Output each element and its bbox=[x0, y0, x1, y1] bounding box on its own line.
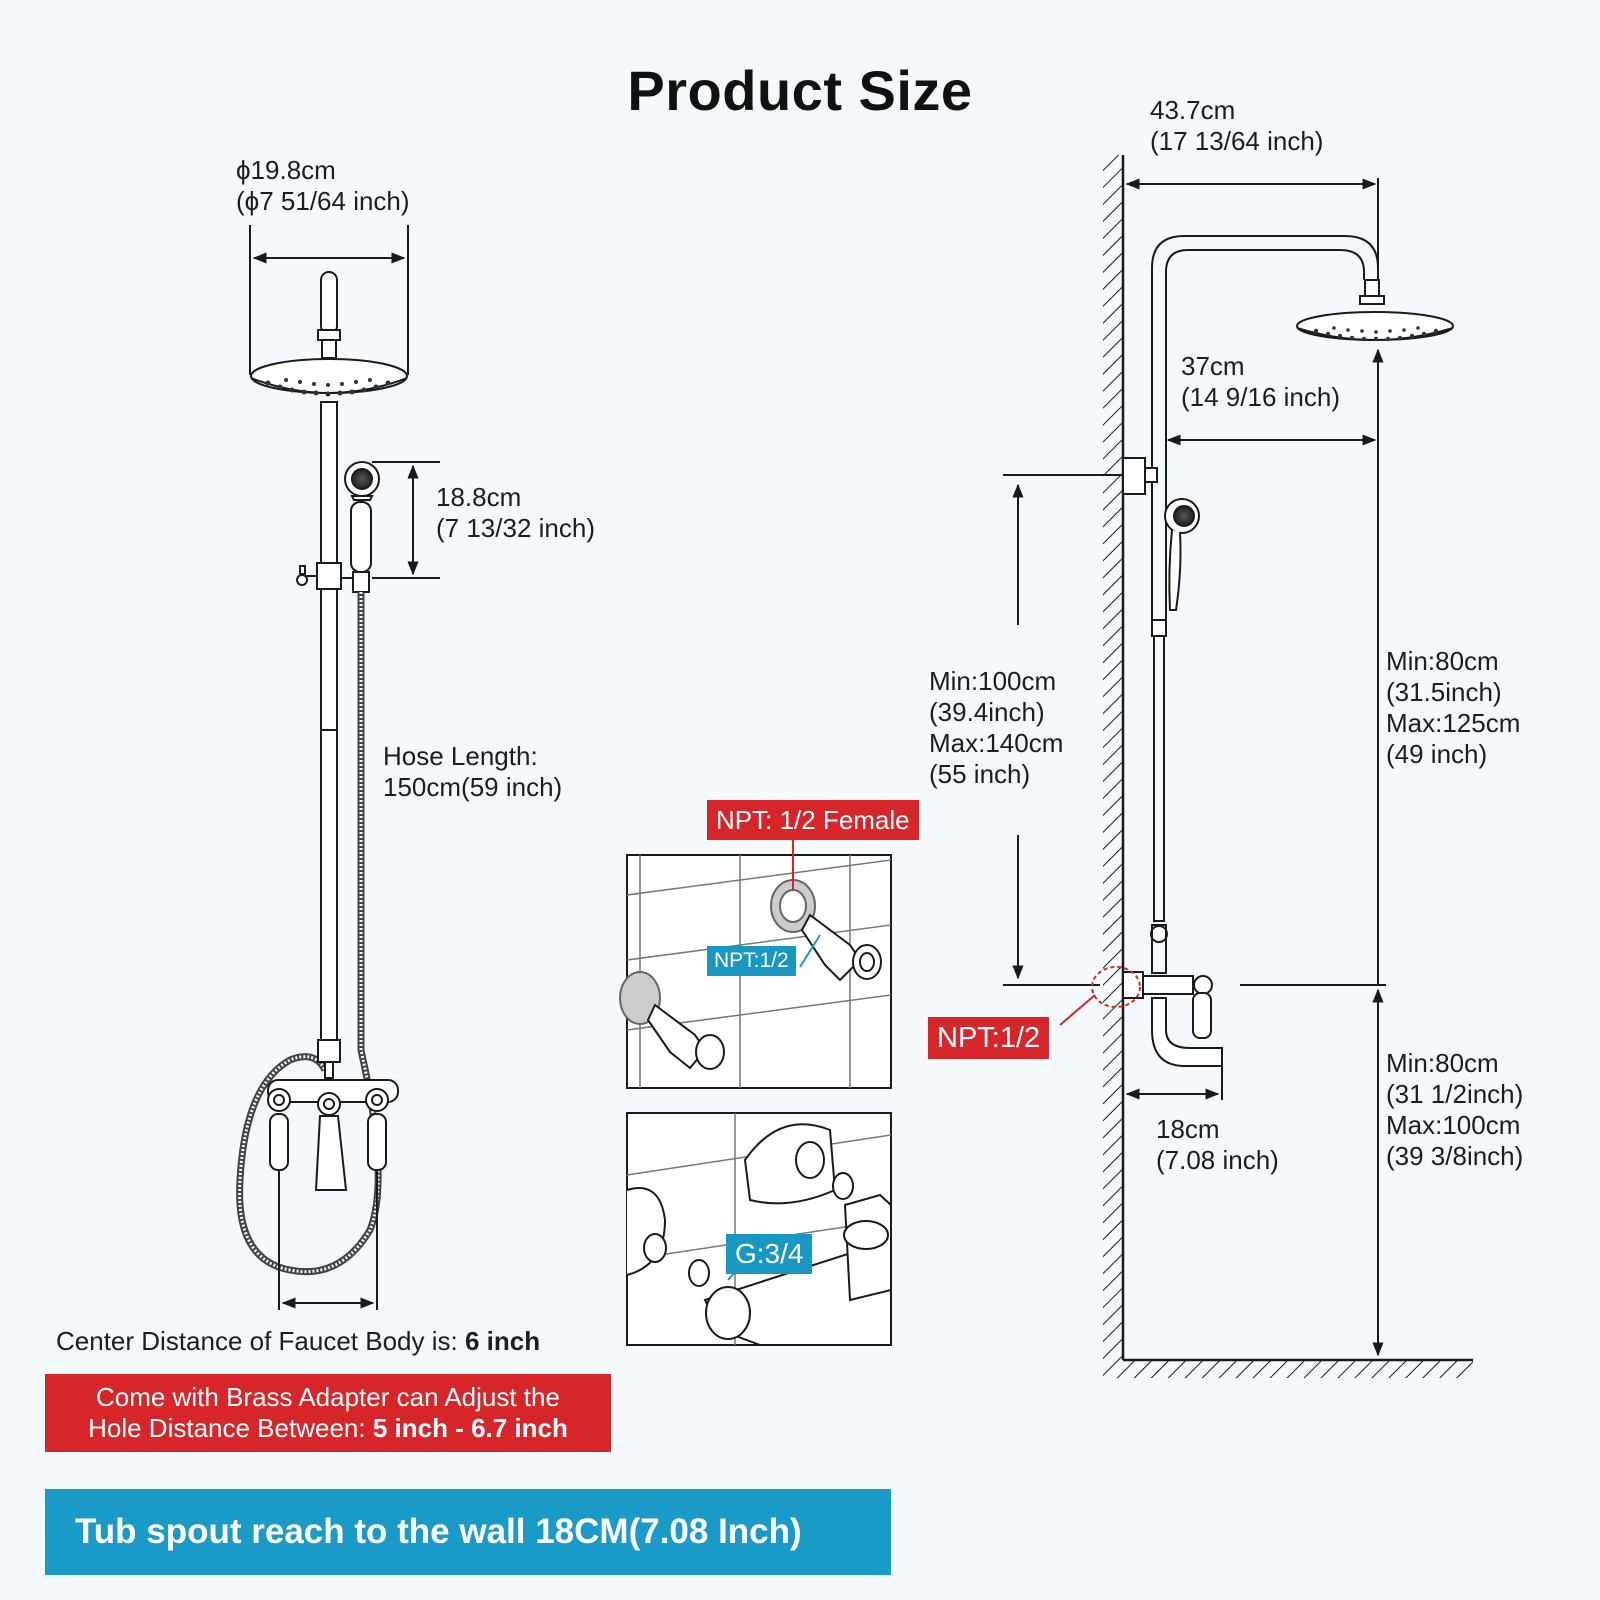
faucet-height-max-inch: (39 3/8inch) bbox=[1386, 1141, 1524, 1171]
bracket-height-max-inch: (55 inch) bbox=[929, 759, 1031, 789]
spout-reach-inch: (7.08 inch) bbox=[1156, 1145, 1279, 1175]
adapter-note-line2-value: 5 inch - 6.7 inch bbox=[372, 1413, 568, 1443]
handheld-length-inch: (7 13/32 inch) bbox=[436, 513, 595, 543]
adapter-note-line1: Come with Brass Adapter can Adjust the bbox=[96, 1382, 560, 1412]
bracket-height-min: Min:100cm bbox=[929, 666, 1057, 696]
hose-length-label: Hose Length: 150cm(59 inch) bbox=[383, 741, 562, 803]
head-height-label: Min:80cm (31.5inch) Max:125cm (49 inch) bbox=[1386, 646, 1520, 770]
handheld-length-cm: 18.8cm bbox=[436, 482, 522, 512]
arm-width-label: 43.7cm (17 13/64 inch) bbox=[1150, 95, 1323, 157]
g-thread-tag: G:3/4 bbox=[726, 1234, 813, 1274]
arm-reach-inch: (14 9/16 inch) bbox=[1181, 382, 1340, 412]
head-diameter-inch: (ϕ7 51/64 inch) bbox=[236, 186, 410, 216]
bracket-height-min-inch: (39.4inch) bbox=[929, 697, 1045, 727]
head-height-min-inch: (31.5inch) bbox=[1386, 677, 1502, 707]
npt-wall-tag: NPT:1/2 bbox=[928, 1017, 1050, 1059]
faucet-height-min: Min:80cm bbox=[1386, 1048, 1499, 1078]
bracket-height-max: Max:140cm bbox=[929, 728, 1064, 758]
adapter-note-line2-prefix: Hole Distance Between: bbox=[88, 1413, 373, 1443]
arm-width-cm: 43.7cm bbox=[1150, 95, 1236, 125]
arm-width-inch: (17 13/64 inch) bbox=[1150, 126, 1324, 156]
inset-connection-detail-bottom bbox=[626, 1112, 892, 1346]
page-title: Product Size bbox=[627, 59, 973, 122]
hose-length-value: 150cm(59 inch) bbox=[383, 772, 563, 802]
head-height-min: Min:80cm bbox=[1386, 646, 1499, 676]
hose-length-title: Hose Length: bbox=[383, 741, 538, 771]
center-distance-value: 6 inch bbox=[464, 1326, 541, 1356]
arm-reach-label: 37cm (14 9/16 inch) bbox=[1181, 351, 1340, 413]
head-diameter-cm: ϕ19.8cm bbox=[236, 155, 336, 185]
faucet-height-min-inch: (31 1/2inch) bbox=[1386, 1079, 1524, 1109]
arm-reach-cm: 37cm bbox=[1181, 351, 1245, 381]
front-view-shower bbox=[236, 225, 440, 1310]
spout-reach-label: 18cm (7.08 inch) bbox=[1156, 1114, 1279, 1176]
adapter-note: Come with Brass Adapter can Adjust the H… bbox=[45, 1374, 611, 1452]
side-view-shower bbox=[1003, 155, 1473, 1378]
spout-reach-banner: Tub spout reach to the wall 18CM(7.08 In… bbox=[45, 1489, 891, 1575]
head-diameter-label: ϕ19.8cm (ϕ7 51/64 inch) bbox=[236, 155, 410, 217]
faucet-height-label: Min:80cm (31 1/2inch) Max:100cm (39 3/8i… bbox=[1386, 1048, 1523, 1172]
npt-female-tag: NPT: 1/2 Female bbox=[707, 800, 919, 840]
spout-reach-cm: 18cm bbox=[1156, 1114, 1220, 1144]
npt-half-tag: NPT:1/2 bbox=[707, 946, 796, 976]
handheld-length-label: 18.8cm (7 13/32 inch) bbox=[436, 482, 595, 544]
head-height-max-inch: (49 inch) bbox=[1386, 739, 1488, 769]
center-distance-label: Center Distance of Faucet Body is: 6 inc… bbox=[56, 1326, 540, 1357]
center-distance-prefix: Center Distance of Faucet Body is: bbox=[56, 1326, 465, 1356]
faucet-height-max: Max:100cm bbox=[1386, 1110, 1521, 1140]
head-height-max: Max:125cm bbox=[1386, 708, 1521, 738]
bracket-height-label: Min:100cm (39.4inch) Max:140cm (55 inch) bbox=[929, 666, 1063, 790]
